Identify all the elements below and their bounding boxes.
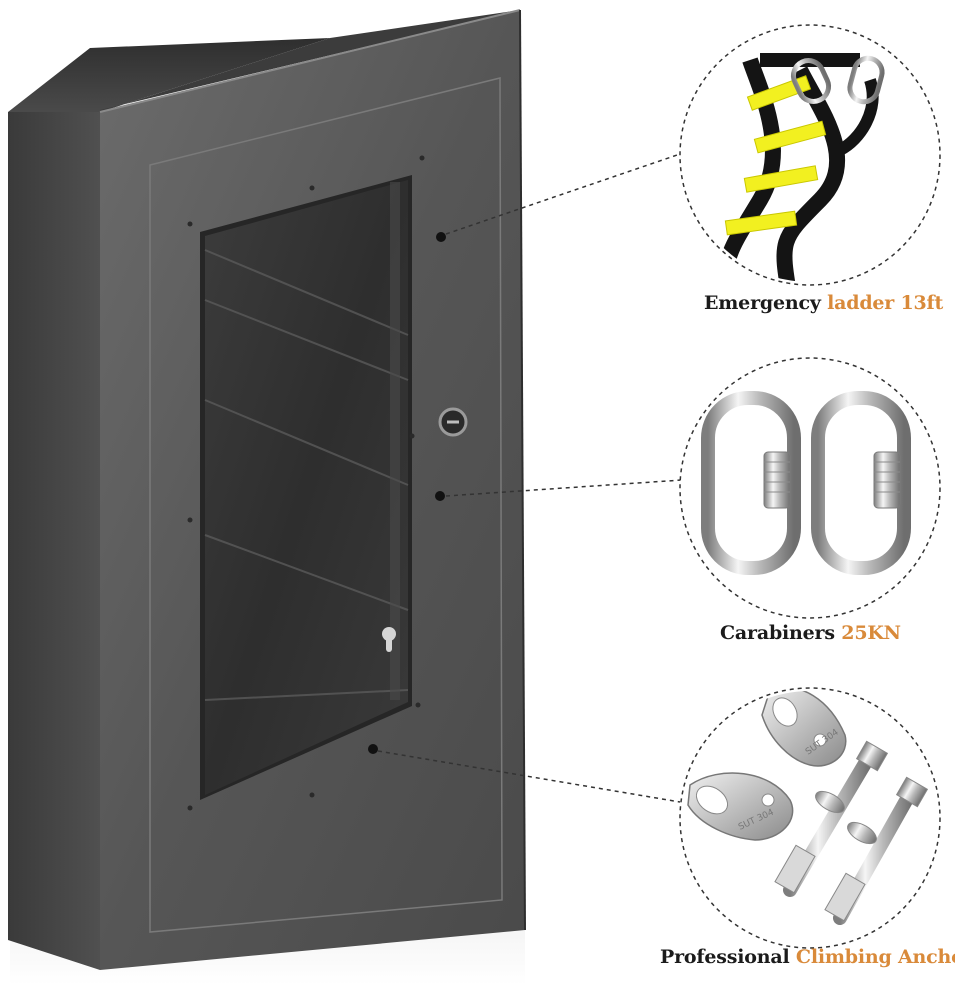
caption-climbing-anchors: Professional Climbing Anchors xyxy=(660,946,955,968)
anchors-detail-circle: SUT 304 SUT 304 xyxy=(679,687,941,949)
cabinet xyxy=(8,9,526,985)
caption-emergency-ladder: Emergency ladder 13ft xyxy=(704,292,943,314)
carabiners-detail-circle xyxy=(679,357,941,619)
caption-anchors-lead: Professional xyxy=(660,946,790,968)
ladder-detail-circle xyxy=(679,24,941,286)
caption-carabiners-lead: Carabiners xyxy=(720,622,835,644)
callout-lines xyxy=(377,153,683,803)
caption-carabiners: Carabiners 25KN xyxy=(720,622,901,644)
caption-carabiners-accent: 25KN xyxy=(841,622,901,644)
caption-anchors-accent: Climbing Anchors xyxy=(795,946,955,968)
carabiners-image xyxy=(701,391,911,575)
caption-ladder-accent: ladder 13ft xyxy=(827,292,944,314)
caption-ladder-lead: Emergency xyxy=(704,292,821,314)
climbing-anchors-image: SUT 304 SUT 304 xyxy=(687,691,929,925)
